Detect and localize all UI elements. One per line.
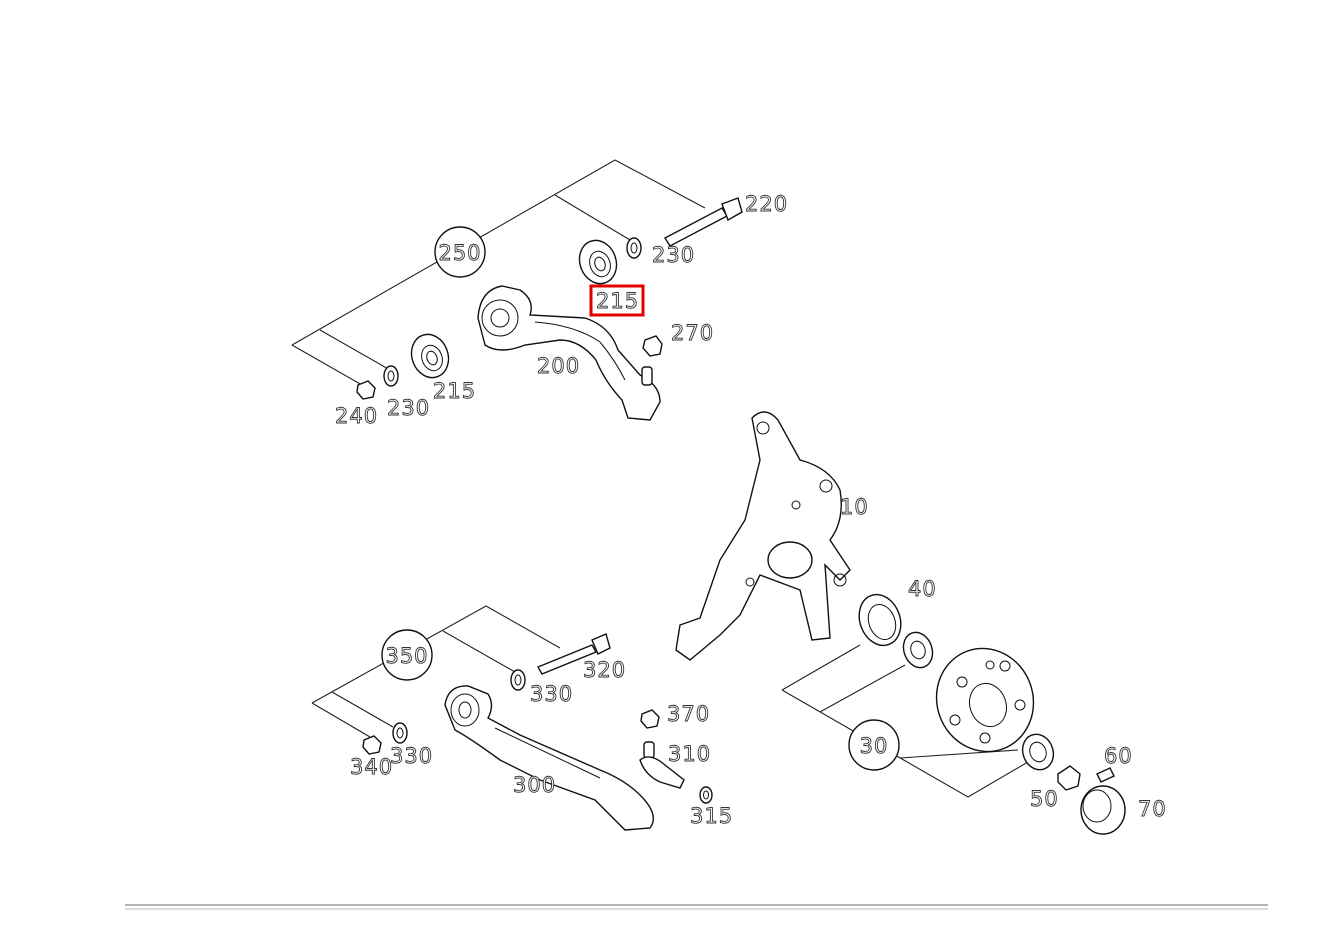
highlight-box-215 (589, 284, 645, 317)
nut-270[interactable] (642, 335, 663, 357)
label-230-top[interactable]: 230 (652, 243, 695, 268)
label-50[interactable]: 50 (1030, 787, 1059, 812)
bolt-320[interactable] (536, 633, 611, 675)
callout-250[interactable]: 250 (434, 226, 486, 278)
bearing[interactable] (899, 628, 938, 671)
part-labels: 220 230 215 270 200 215 240 230 10 40 32… (335, 192, 1167, 829)
control-arm-300[interactable] (444, 685, 654, 831)
bushing-215-left[interactable] (406, 329, 455, 383)
label-220[interactable]: 220 (745, 192, 788, 217)
nut-240[interactable] (356, 380, 376, 400)
leader-lines-30 (781, 644, 1041, 798)
callout-250-text: 250 (438, 241, 481, 265)
nut-370[interactable] (640, 709, 660, 729)
label-330-left[interactable]: 330 (390, 744, 433, 769)
label-340[interactable]: 340 (350, 755, 393, 780)
washer-230-left[interactable] (383, 365, 399, 387)
washer-330-left[interactable] (392, 722, 408, 744)
steering-knuckle-10[interactable] (675, 411, 851, 661)
washer-315[interactable] (699, 786, 713, 804)
label-370[interactable]: 370 (667, 702, 710, 727)
screw-60[interactable] (1096, 767, 1115, 783)
label-300[interactable]: 300 (513, 773, 556, 798)
callout-350-text: 350 (385, 644, 428, 668)
label-10[interactable]: 10 (840, 495, 869, 520)
bolt-220[interactable] (664, 197, 743, 247)
label-315[interactable]: 315 (690, 804, 733, 829)
ball-joint-310[interactable] (639, 741, 685, 789)
leader-lines-250 (291, 159, 706, 386)
bearing-right[interactable] (1018, 730, 1059, 774)
callout-30-text: 30 (860, 734, 889, 758)
nut-340[interactable] (362, 735, 382, 755)
bushing-215-top[interactable] (574, 235, 623, 289)
label-310[interactable]: 310 (668, 742, 711, 767)
label-230-left[interactable]: 230 (387, 396, 430, 421)
label-320[interactable]: 320 (583, 658, 626, 683)
label-60[interactable]: 60 (1104, 744, 1133, 769)
label-215-left[interactable]: 215 (433, 379, 476, 404)
callout-30[interactable]: 30 (848, 719, 900, 771)
wheel-hub[interactable] (922, 635, 1048, 766)
nut-50[interactable] (1057, 765, 1081, 791)
label-215-highlighted[interactable]: 215 (596, 289, 639, 314)
washer-330-top[interactable] (510, 669, 526, 691)
label-40[interactable]: 40 (908, 577, 937, 602)
label-240[interactable]: 240 (335, 404, 378, 429)
control-arm-200[interactable] (477, 285, 661, 421)
leader-lines-350 (311, 605, 561, 738)
washer-230-top[interactable] (626, 237, 642, 259)
label-70[interactable]: 70 (1138, 797, 1167, 822)
cap-70[interactable] (1080, 785, 1126, 835)
label-330-top[interactable]: 330 (530, 682, 573, 707)
label-270[interactable]: 270 (671, 321, 714, 346)
callout-350[interactable]: 350 (381, 629, 433, 681)
bottom-rule (125, 904, 1268, 910)
label-200[interactable]: 200 (537, 354, 580, 379)
seal-40[interactable] (852, 589, 907, 652)
